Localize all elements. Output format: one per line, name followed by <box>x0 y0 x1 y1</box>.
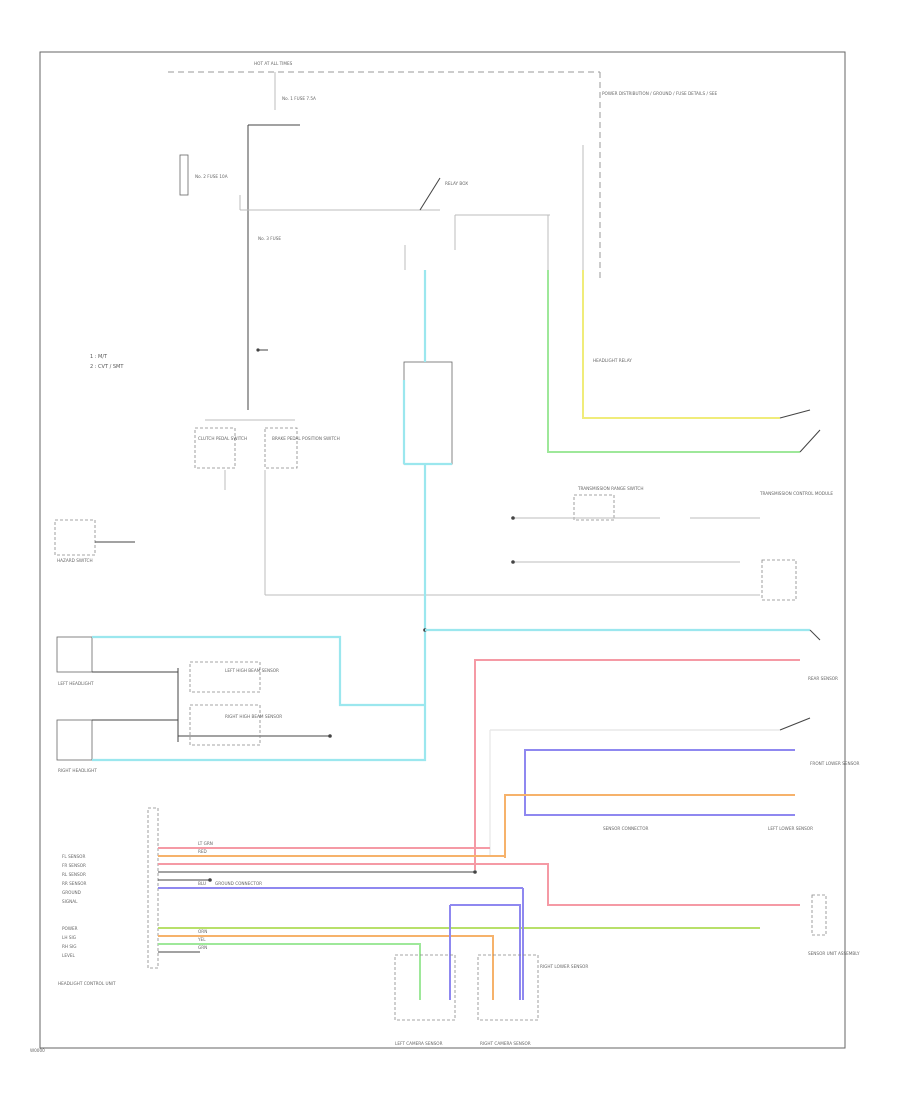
left-high-sensor-label: LEFT HIGH BEAM SENSOR <box>225 668 279 673</box>
wire-tag-2: RED <box>198 849 207 854</box>
unit-pin-2: FR SENSOR <box>62 863 86 868</box>
wire-tag-5: YEL <box>197 937 206 942</box>
relay-switch-top: RELAY BOX <box>404 177 550 270</box>
control-unit: HEADLIGHT CONTROL UNIT FL SENSOR FR SENS… <box>58 807 800 1000</box>
legend-item-2: 2 : CVT / SMT <box>90 364 124 370</box>
transmission-module-label: TRANSMISSION CONTROL MODULE <box>759 491 833 496</box>
hot-fuse-label: HOT AT ALL TIMES <box>254 61 293 66</box>
wire-color-tags: LT GRN RED BLU ORN YEL GRN <box>197 841 213 950</box>
power-rail: HOT AT ALL TIMES No. 1 FUSE 7.5A POWER D… <box>168 61 718 280</box>
unit-pin-5: GROUND <box>62 890 81 895</box>
clutch-switch-label: CLUTCH PEDAL SWITCH <box>198 436 247 441</box>
right-feed: HEADLIGHT RELAY <box>547 145 821 453</box>
transmission-range-label: TRANSMISSION RANGE SWITCH <box>577 486 644 491</box>
wire-pink-upper <box>474 659 800 870</box>
front-lower-sensor-label: FRONT LOWER SENSOR <box>810 761 860 766</box>
wire-tag-4: ORN <box>198 929 207 934</box>
bottom-cameras: LEFT CAMERA SENSOR RIGHT CAMERA SENSOR R… <box>394 888 588 1046</box>
right-headlight-label: RIGHT HEADLIGHT <box>58 768 97 773</box>
sensor-unit: SENSOR UNIT ASSEMBLY <box>808 894 860 956</box>
unit-pin-3: RL SENSOR <box>62 872 86 877</box>
wire-tag-3: BLU <box>198 881 206 886</box>
left-headlight-label: LEFT HEADLIGHT <box>58 681 94 686</box>
fuse-box-left <box>179 154 189 196</box>
fuse-top-label: No. 1 FUSE 7.5A <box>282 96 316 101</box>
unit-pin-7: POWER <box>62 926 78 931</box>
unit-pin-1: FL SENSOR <box>62 854 85 859</box>
brake-switch-box <box>264 427 298 469</box>
wire-tag-1: LT GRN <box>198 841 213 846</box>
sensor-connector-label: SENSOR CONNECTOR <box>603 826 649 831</box>
transmission-range: TRANSMISSION RANGE SWITCH TRANSMISSION C… <box>511 486 833 601</box>
right-lower-sensor-label: RIGHT LOWER SENSOR <box>540 964 588 969</box>
right-high-sensor-box <box>189 704 261 746</box>
fuse-tree-left: No. 2 FUSE 10A No. 3 FUSE <box>179 124 440 410</box>
clutch-switch-box <box>194 427 236 469</box>
center-relay <box>402 270 453 740</box>
unit-pin-6: SIGNAL <box>62 899 78 904</box>
fuse-mid-label: No. 3 FUSE <box>258 236 281 241</box>
unit-pin-4: RR SENSOR <box>62 881 87 886</box>
unit-pin-8: LH SIG <box>62 935 76 940</box>
fuse-right-label: No. 2 FUSE 10A <box>195 174 228 179</box>
hazard-switch: HAZARD SWITCH <box>54 519 135 563</box>
right-headlight-box <box>56 719 93 761</box>
left-lower-sensor-label: LEFT LOWER SENSOR <box>768 826 813 831</box>
ground-connector-label: GROUND CONNECTOR <box>215 881 262 886</box>
sensor-unit-label: SENSOR UNIT ASSEMBLY <box>808 951 860 956</box>
ignition-note: POWER DISTRIBUTION / GROUND / FUSE DETAI… <box>602 91 718 96</box>
control-unit-label: HEADLIGHT CONTROL UNIT <box>58 981 116 986</box>
left-cam-box <box>394 954 456 1021</box>
unit-pin-10: LEVEL <box>62 953 75 958</box>
right-high-sensor-label: RIGHT HIGH BEAM SENSOR <box>225 714 282 719</box>
rear-sensor-label: REAR SENSOR <box>808 676 838 681</box>
left-cam-label: LEFT CAMERA SENSOR <box>395 1041 443 1046</box>
pedal-switches: CLUTCH PEDAL SWITCH BRAKE PEDAL POSITION… <box>194 419 760 596</box>
legend: 1 : M/T 2 : CVT / SMT <box>90 354 124 370</box>
control-unit-connector <box>147 807 159 969</box>
hud-left-label: HEADLIGHT RELAY <box>593 358 632 363</box>
lower-sensor-loops: FRONT LOWER SENSOR SENSOR CONNECTOR LEFT… <box>504 749 860 858</box>
unit-pin-9: RH SIG <box>62 944 77 949</box>
right-cam-label: RIGHT CAMERA SENSOR <box>480 1041 531 1046</box>
footer-code: W0000 <box>30 1048 45 1053</box>
headlights-left: LEFT HEADLIGHT RIGHT HEADLIGHT LEFT HIGH… <box>56 635 427 773</box>
left-headlight-box <box>56 636 93 673</box>
left-high-sensor-box <box>189 661 261 693</box>
diagram-frame <box>39 51 846 1049</box>
relay-box-label: RELAY BOX <box>445 181 468 186</box>
wire-tag-6: GRN <box>198 945 207 950</box>
hazard-label: HAZARD SWITCH <box>57 558 93 563</box>
brake-switch-label: BRAKE PEDAL POSITION SWITCH <box>272 436 340 441</box>
right-cam-box <box>477 954 539 1021</box>
legend-item-1: 1 : M/T <box>90 354 108 360</box>
